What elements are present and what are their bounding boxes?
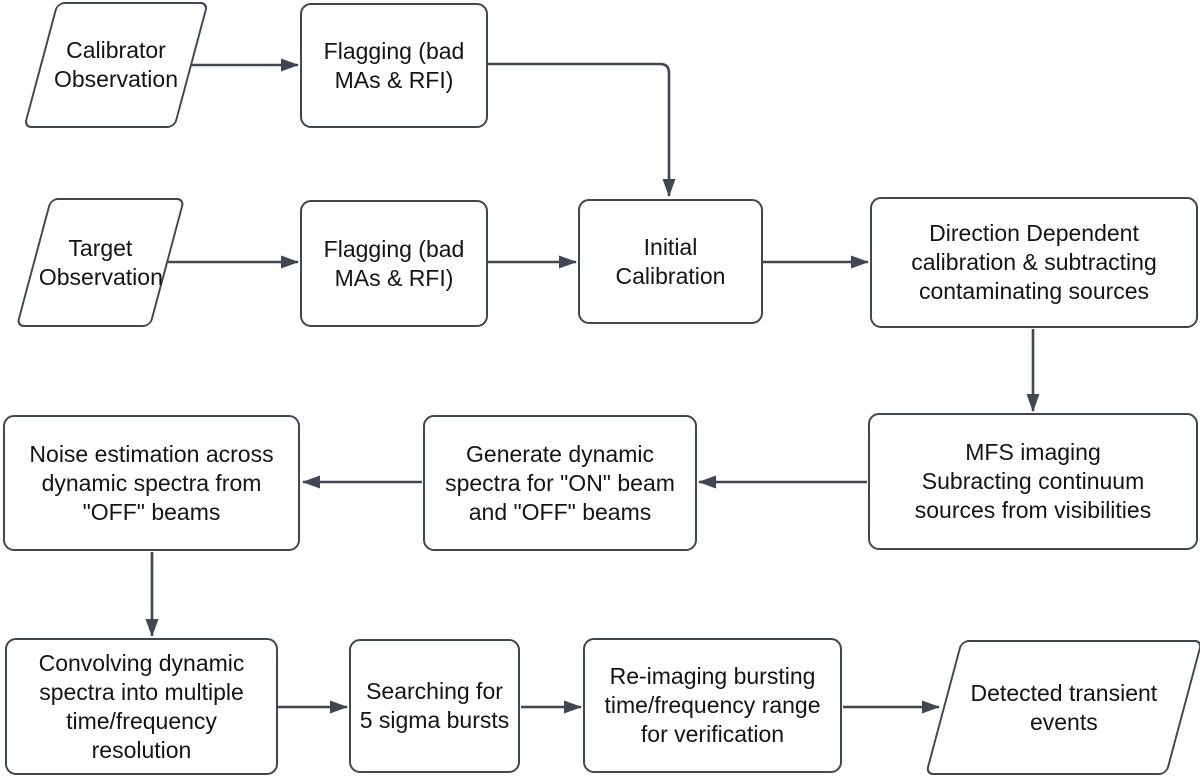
node-convolving-dynamic-spectra: Convolving dynamic spectra into multiple… xyxy=(5,638,278,775)
node-label: Convolving dynamic spectra into multiple… xyxy=(38,649,245,763)
node-searching-bursts: Searching for 5 sigma bursts xyxy=(349,639,520,773)
node-label: Direction Dependent calibration & subtra… xyxy=(911,220,1157,304)
node-detected-transient-events: Detected transient events xyxy=(924,640,1200,775)
node-label: MFS imaging Subracting continuum sources… xyxy=(914,439,1152,523)
node-label: Initial Calibration xyxy=(615,233,726,289)
node-label: Noise estimation across dynamic spectra … xyxy=(29,440,274,525)
node-label: Generate dynamic spectra for "ON" beam a… xyxy=(445,440,675,525)
node-direction-dependent-calibration: Direction Dependent calibration & subtra… xyxy=(870,197,1198,328)
node-initial-calibration: Initial Calibration xyxy=(578,199,763,324)
node-mfs-imaging: MFS imaging Subracting continuum sources… xyxy=(868,413,1198,550)
node-label: Target Observation xyxy=(39,234,164,290)
node-label: Searching for 5 sigma bursts xyxy=(359,678,510,733)
node-flagging-calibrator: Flagging (bad MAs & RFI) xyxy=(300,3,488,128)
node-label: Flagging (bad MAs & RFI) xyxy=(323,235,465,291)
connector-flagging-to-initial-calibration xyxy=(488,62,676,197)
node-flagging-target: Flagging (bad MAs & RFI) xyxy=(300,200,488,327)
node-reimaging-verification: Re-imaging bursting time/frequency range… xyxy=(583,638,842,773)
node-label: Flagging (bad MAs & RFI) xyxy=(323,37,465,93)
node-label: Detected transient events xyxy=(970,679,1158,735)
node-noise-estimation: Noise estimation across dynamic spectra … xyxy=(3,415,300,551)
node-label: Re-imaging bursting time/frequency range… xyxy=(604,663,821,747)
node-label: Calibrator Observation xyxy=(53,37,178,92)
node-generate-dynamic-spectra: Generate dynamic spectra for "ON" beam a… xyxy=(423,415,697,551)
